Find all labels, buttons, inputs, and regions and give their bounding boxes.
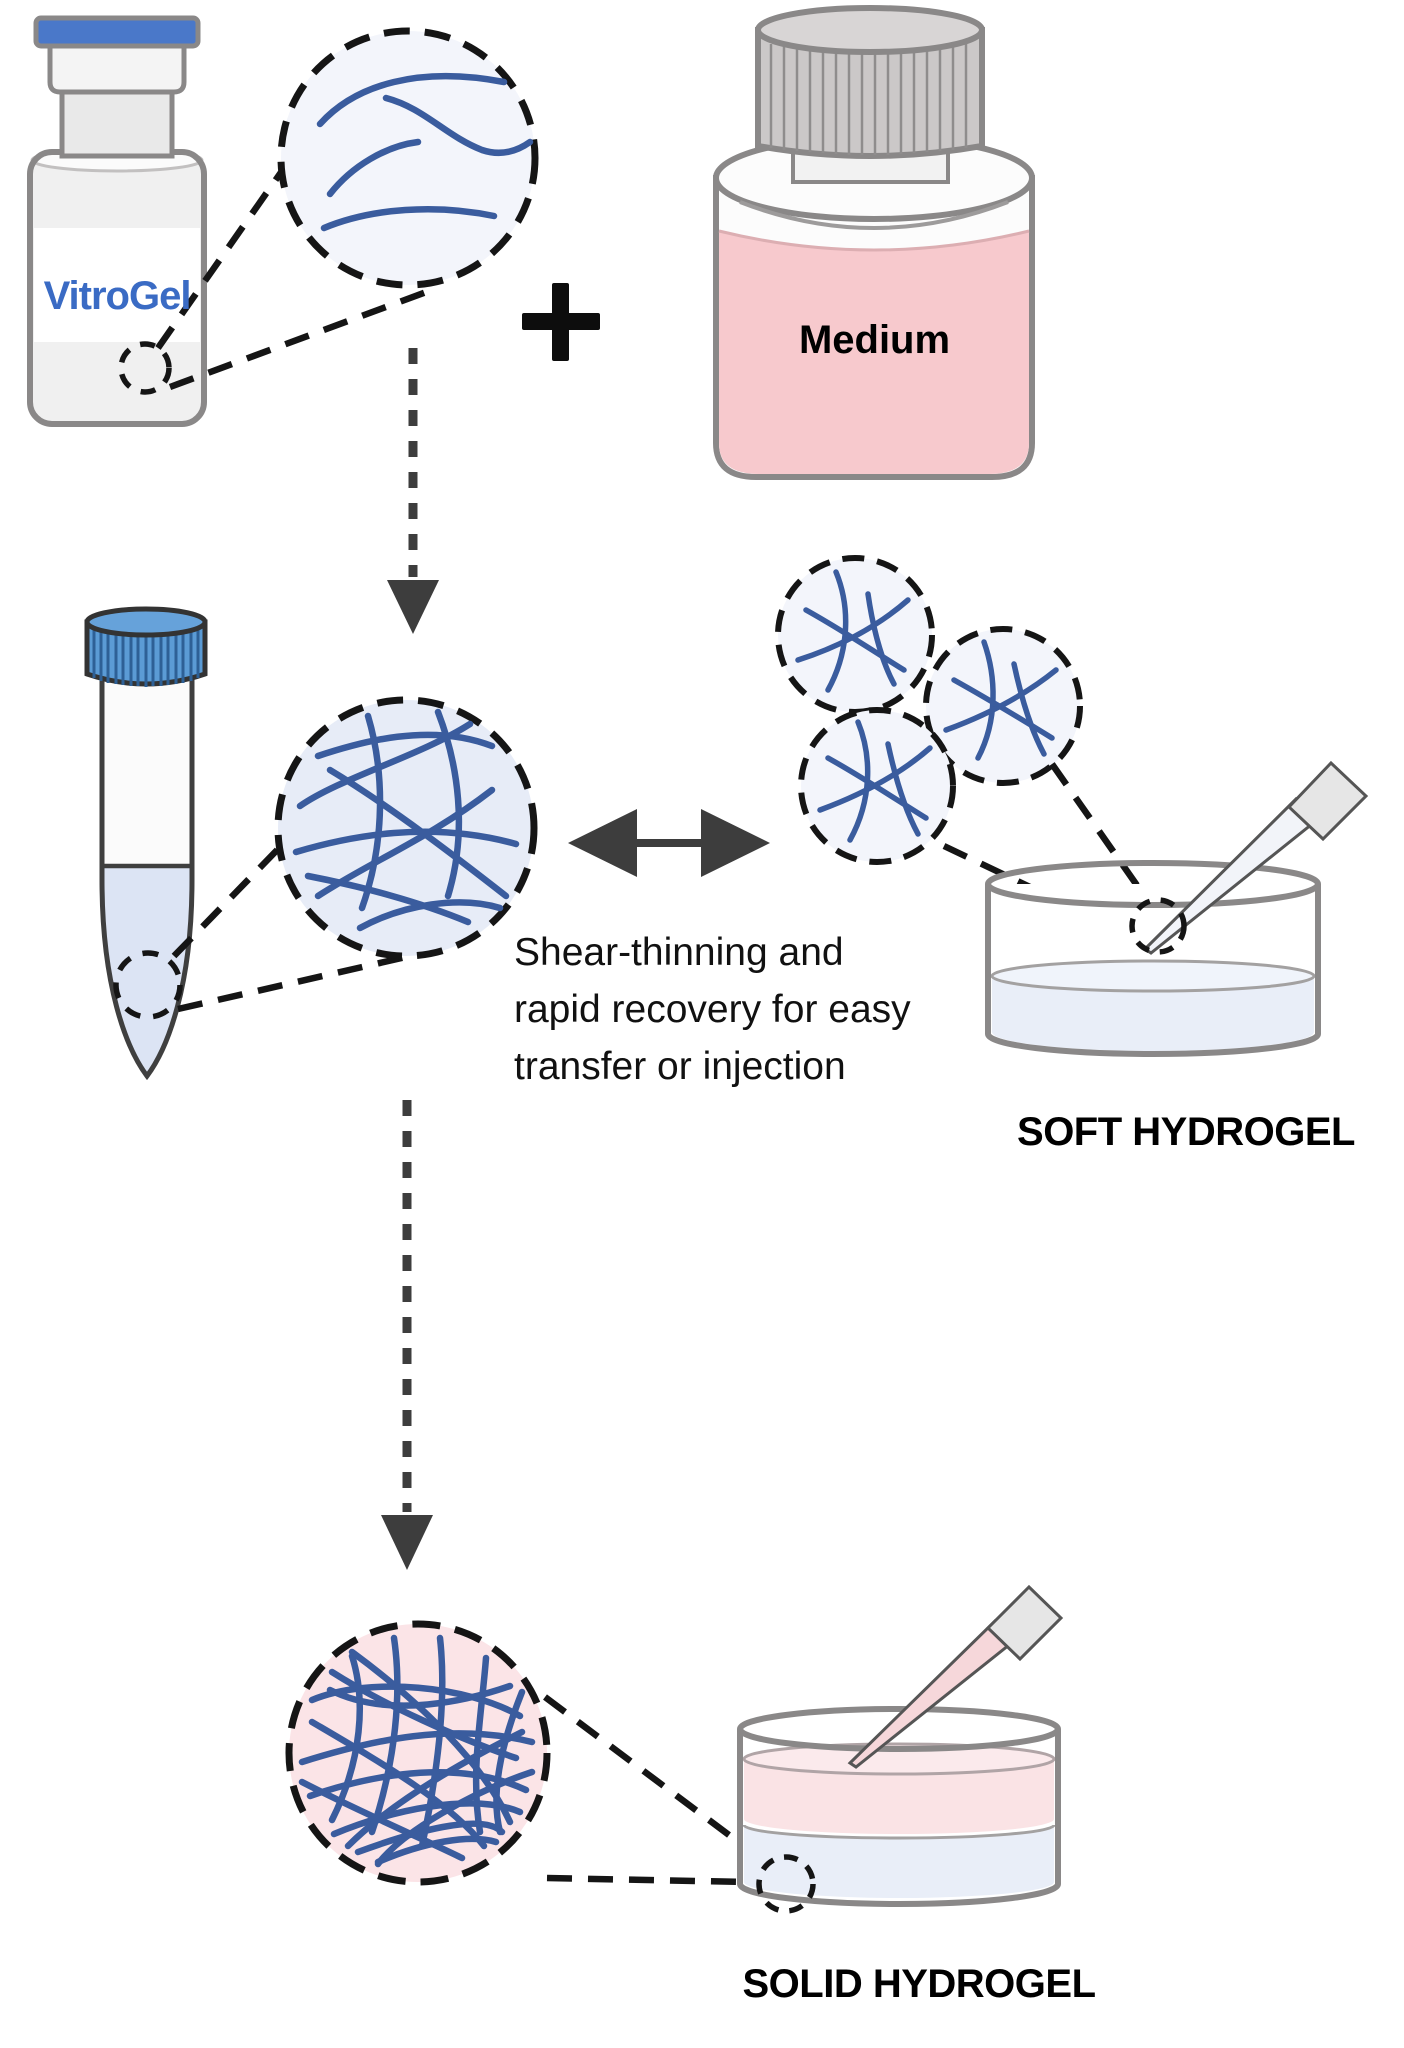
vitrogel-vial-icon xyxy=(27,15,207,427)
magnified-hydrogel-network-circle xyxy=(274,696,538,960)
magnifier-dashed-circle-icon xyxy=(756,1854,816,1914)
pipette-icon-pink xyxy=(847,1584,1064,1769)
double-headed-arrow-icon xyxy=(568,809,770,877)
centrifuge-tube-icon xyxy=(84,606,208,1081)
medium-bottle-icon xyxy=(713,5,1035,480)
caption-line-1: Shear-thinning and xyxy=(514,931,844,974)
caption-line-3: transfer or injection xyxy=(514,1045,846,1088)
magnified-dense-network-circle xyxy=(285,1620,551,1886)
magnifier-connector-line xyxy=(543,1694,759,1859)
magnifier-dashed-circle-icon xyxy=(113,950,183,1020)
magnifier-connector-line xyxy=(177,948,429,1013)
magnifier-connector-line xyxy=(168,287,431,391)
magnifier-dashed-circle-icon xyxy=(1129,897,1187,955)
soft-hydrogel-dish-icon xyxy=(985,860,1321,1057)
hydrogel-droplet-circles xyxy=(775,555,1083,865)
dashed-arrow-down-icon xyxy=(381,1100,433,1570)
dashed-arrow-down-icon xyxy=(387,348,439,634)
magnified-polymer-strands-circle xyxy=(277,27,539,289)
soft-hydrogel-label: SOFT HYDROGEL xyxy=(1017,1110,1355,1154)
magnifier-connector-line xyxy=(546,1874,748,1886)
pipette-icon xyxy=(1142,760,1369,955)
vitrogel-vial-label: VitroGel xyxy=(43,274,192,318)
medium-bottle-label: Medium xyxy=(798,318,951,362)
caption-line-2: rapid recovery for easy xyxy=(514,988,911,1031)
magnifier-connector-line xyxy=(1049,762,1151,903)
solid-hydrogel-dish-icon xyxy=(737,1706,1061,1907)
shear-thinning-caption: Shear-thinning and rapid recovery for ea… xyxy=(514,924,914,1095)
magnifier-connector-line xyxy=(155,166,287,350)
plus-icon xyxy=(522,283,600,361)
magnifier-dashed-circle-icon xyxy=(118,341,172,395)
magnifier-connector-line xyxy=(171,843,284,959)
solid-hydrogel-label: SOLID HYDROGEL xyxy=(742,1962,1096,2006)
